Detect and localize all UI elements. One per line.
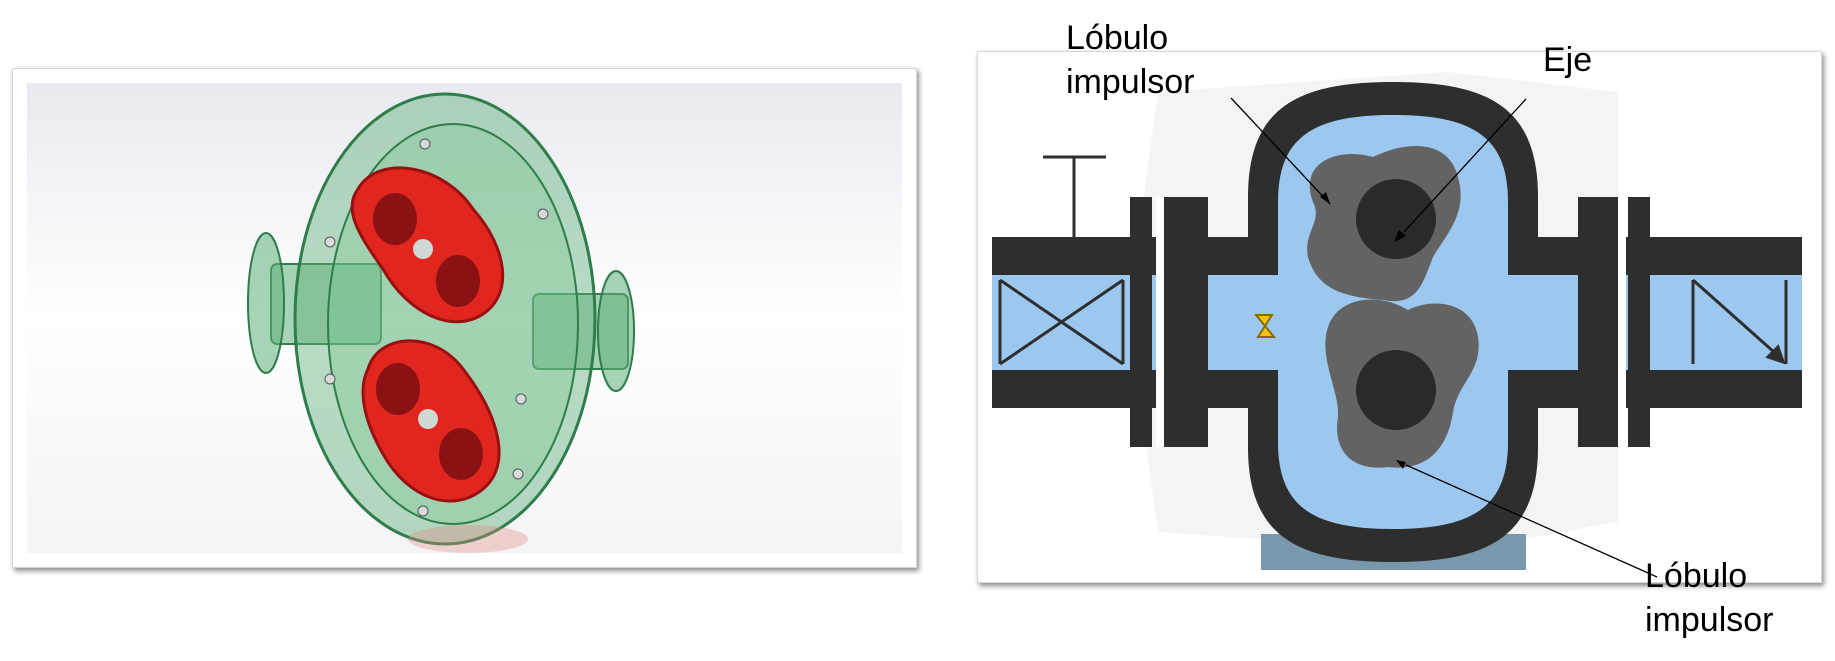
outlet-check-valve-symbol: [1691, 278, 1788, 365]
pump-schematic: [992, 66, 1807, 578]
flow-indicator-icon: [1253, 314, 1277, 338]
pipe-flanges: [1130, 197, 1650, 447]
label-top-lobe-line2: impulsor: [1066, 63, 1195, 101]
lower-shaft: [1356, 350, 1436, 430]
label-bottom-lobe-line2: impulsor: [1645, 601, 1774, 639]
render-lower-lobe: [361, 339, 501, 503]
pump-schematic-frame: [977, 51, 1822, 583]
label-shaft: Eje: [1543, 41, 1593, 79]
inlet-valve-symbol: [998, 155, 1125, 366]
render-bolts: [324, 138, 549, 517]
label-top-lobe-line1: Lóbulo: [1066, 19, 1169, 57]
render-pipes: [247, 232, 635, 392]
left-flange: [247, 232, 285, 374]
pump-3d-render: [27, 83, 902, 553]
pump-3d-render-frame: [12, 68, 917, 568]
label-bottom-lobe-line1: Lóbulo: [1645, 557, 1748, 595]
upper-shaft: [1356, 179, 1436, 259]
label-top-lobe: Lóbulo impulsor: [1066, 16, 1194, 104]
label-bottom-lobe: Lóbulo impulsor: [1645, 554, 1773, 642]
leader-lines: [1230, 97, 1658, 578]
render-upper-lobe: [350, 166, 505, 324]
right-flange: [597, 270, 635, 392]
